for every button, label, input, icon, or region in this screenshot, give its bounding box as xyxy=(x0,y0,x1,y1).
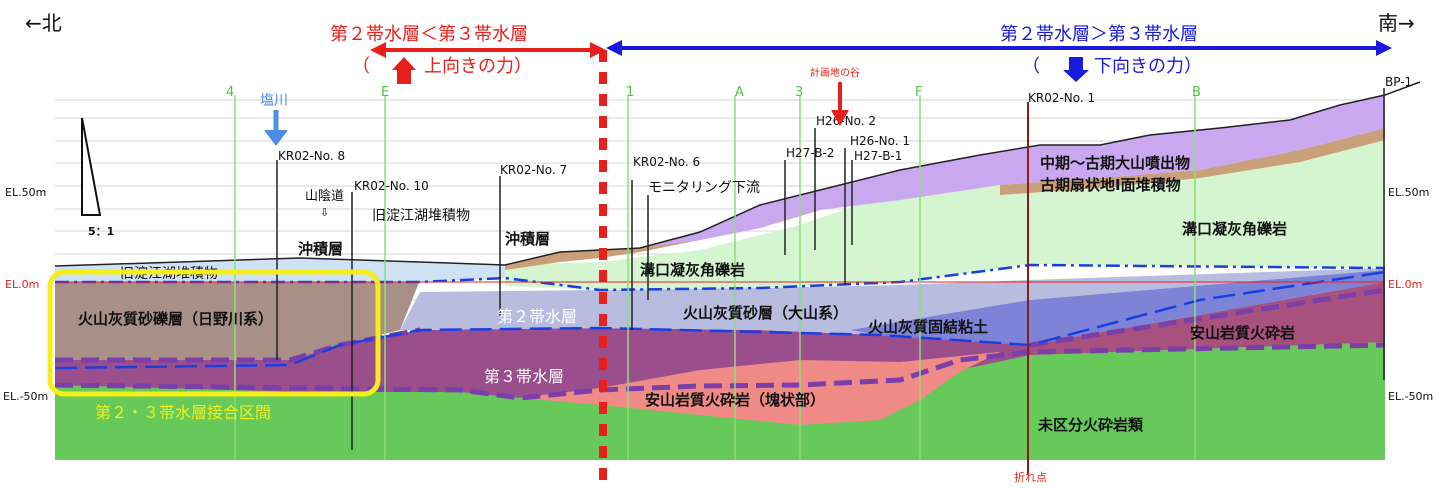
borehole-label-kr02-no1: KR02-No. 1 xyxy=(1028,91,1095,105)
borehole-label-h27-b2: H27-B-2 xyxy=(786,146,834,160)
label-mizoguchi-lower: 溝口凝灰角礫岩 xyxy=(640,261,745,279)
borehole-label-h26-no1: H26-No. 1 xyxy=(850,134,910,148)
section-label-b: B xyxy=(1192,85,1201,100)
elm50-right: EL.-50m xyxy=(1388,390,1433,403)
monitoring-label: モニタリング下流 xyxy=(648,180,760,196)
label-mizoguchi-upper: 溝口凝灰角礫岩 xyxy=(1182,220,1287,238)
aquifer3-top-line-right xyxy=(1029,287,1386,348)
right-comparison-sub: （ 下向きの力） xyxy=(1022,56,1202,77)
label-daisen-sand: 火山灰質砂層（大山系） xyxy=(683,304,848,322)
north-label: ←北 xyxy=(25,11,62,35)
label-old-yodoe: 旧淀江湖堆積物 xyxy=(372,208,470,224)
label-andesite-block: 安山岩質火砕岩（塊状部） xyxy=(645,391,825,409)
layer-alluvium xyxy=(505,202,820,270)
label-daisen-ejecta: 中期～古期大山噴出物 xyxy=(1040,154,1190,172)
up-arrow-icon xyxy=(392,57,416,84)
aquifer2-bottom-line xyxy=(54,270,1386,370)
section-label-e: E xyxy=(381,85,389,100)
label-contact-zone: 第２・３帯水層接合区間 xyxy=(95,403,271,422)
road-arrow-icon: ⇩ xyxy=(320,206,329,219)
label-alluvium-right: 沖積層 xyxy=(505,230,550,248)
scale-triangle xyxy=(81,117,102,216)
borehole-label-kr02-no10: KR02-No. 10 xyxy=(354,179,429,193)
layer-fan-deposits xyxy=(1000,128,1385,195)
right-comparison-title: 第２帯水層＞第３帯水層 xyxy=(1000,24,1198,45)
layer-aquifer2 xyxy=(400,268,1385,345)
red-double-arrow xyxy=(370,42,606,58)
layer-aquifer3 xyxy=(55,300,1385,398)
label-fan-deposits: 古期扇状地Ⅰ面堆積物 xyxy=(1040,176,1181,194)
elm50-left: EL.-50m xyxy=(3,390,48,403)
left-comparison-sub: （ 上向きの力） xyxy=(352,56,532,77)
section-label-3: 3 xyxy=(795,85,803,100)
section-label-4: 4 xyxy=(226,85,234,100)
borehole-label-kr02-no8: KR02-No. 8 xyxy=(278,149,345,163)
label-aquifer3: 第３帯水層 xyxy=(484,367,564,386)
ground-surface xyxy=(54,81,1421,267)
blue-double-arrow xyxy=(606,40,1392,56)
boreholes xyxy=(276,128,853,450)
contact-zone-box xyxy=(47,269,381,397)
left-comparison-title: 第２帯水層＜第３帯水層 xyxy=(330,24,528,45)
label-cohesive: 火山灰質固結粘土 xyxy=(868,318,988,336)
section-label-a: A xyxy=(735,85,744,100)
section-label-1: 1 xyxy=(626,85,634,100)
el50-right: EL.50m xyxy=(1388,186,1429,199)
layer-daisen-ejecta xyxy=(640,95,1385,248)
label-shiokawa: 塩川 xyxy=(260,93,288,109)
south-label: 南→ xyxy=(1378,11,1415,35)
label-road: 山陰道 xyxy=(305,189,344,204)
layer-andesite xyxy=(1030,280,1385,355)
label-undiff: 未区分火砕岩類 xyxy=(1037,416,1144,434)
layer-hino-gravel xyxy=(55,280,420,360)
layer-mizoguchi xyxy=(505,120,1385,290)
borehole-label-kr02-no6: KR02-No. 6 xyxy=(633,155,700,169)
label-break-point: 折れ点 xyxy=(1014,470,1047,484)
section-verticals xyxy=(234,95,1196,460)
label-andesite: 安山岩質火砕岩 xyxy=(1190,324,1295,342)
borehole-label-h26-no2: H26-No. 2 xyxy=(816,114,876,128)
borehole-label-bp1: BP-1 xyxy=(1385,75,1412,89)
aquifer2-top-line xyxy=(55,263,1386,292)
el50-left: EL.50m xyxy=(5,186,46,199)
label-hino-gravel: 火山灰質砂礫層（日野川系） xyxy=(78,310,273,328)
label-aquifer2: 第２帯水層 xyxy=(497,307,577,326)
shiokawa-arrow-icon xyxy=(264,130,288,146)
scale-label: 5：1 xyxy=(88,225,114,238)
borehole-label-h27-b1: H27-B-1 xyxy=(854,149,902,163)
valley-arrow-icon xyxy=(831,110,849,126)
down-arrow-icon xyxy=(1063,57,1089,82)
layer-cohesive xyxy=(850,270,1385,345)
section-label-f: F xyxy=(915,85,922,100)
borehole-label-kr02-no7: KR02-No. 7 xyxy=(500,163,567,177)
aquifer3-bottom-line xyxy=(54,342,1386,401)
el0-right: EL.0m xyxy=(1388,278,1422,291)
layer-andesite-block xyxy=(520,352,1000,425)
label-alluvium-left: 沖積層 xyxy=(298,240,343,258)
el0-left: EL.0m xyxy=(5,278,39,291)
label-valley: 計画地の谷 xyxy=(810,66,860,79)
